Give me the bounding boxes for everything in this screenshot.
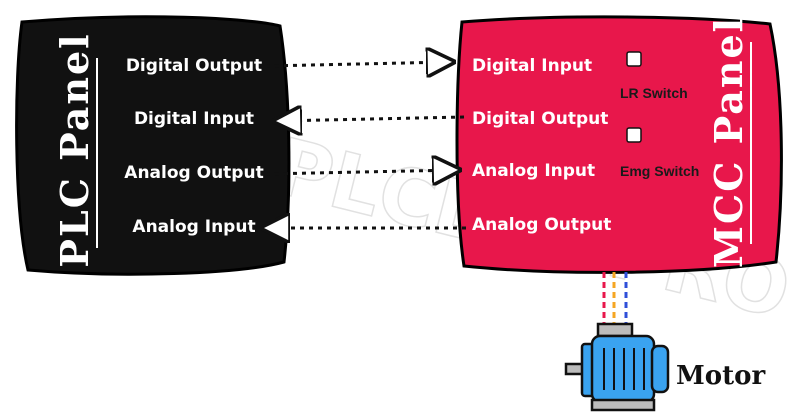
- mcc-signal-analog-input: Analog Input: [472, 161, 595, 181]
- plc-signal-analog-output: Analog Output: [124, 163, 263, 183]
- lr-switch-icon: [626, 51, 642, 67]
- plc-panel-shape: [15, 15, 291, 276]
- plc-signal-digital-input: Digital Input: [134, 109, 254, 129]
- mcc-panel-title: MCC Panel: [706, 16, 751, 268]
- mcc-signal-digital-input: Digital Input: [472, 56, 592, 76]
- motor-rear-cap: [650, 344, 670, 394]
- mcc-panel-shape: [455, 15, 783, 274]
- mcc-signal-analog-output: Analog Output: [472, 215, 611, 235]
- mcc-signal-digital-output: Digital Output: [472, 109, 608, 129]
- motor-label: Motor: [676, 361, 765, 391]
- motor-base: [590, 398, 656, 412]
- plc-panel: PLC Panel Digital Output Digital Input A…: [15, 15, 291, 276]
- plc-panel-title: PLC Panel: [52, 32, 97, 267]
- motor-terminal-box: [596, 322, 634, 338]
- connection-digital-output-to-plc: [278, 117, 465, 121]
- connection-digital-output-to-input: [265, 62, 450, 66]
- emg-switch-icon: [626, 127, 642, 143]
- motor-wires: [602, 272, 628, 326]
- lr-switch-label: LR Switch: [620, 85, 688, 101]
- motor-fins: [603, 348, 645, 390]
- plc-signal-analog-input: Analog Input: [132, 217, 255, 237]
- plc-signal-digital-output: Digital Output: [126, 56, 262, 76]
- mcc-panel: MCC Panel Digital Input Digital Output A…: [455, 15, 783, 274]
- motor-icon: [564, 322, 670, 412]
- emg-switch-label: Emg Switch: [620, 163, 699, 179]
- connection-lines: [266, 62, 466, 228]
